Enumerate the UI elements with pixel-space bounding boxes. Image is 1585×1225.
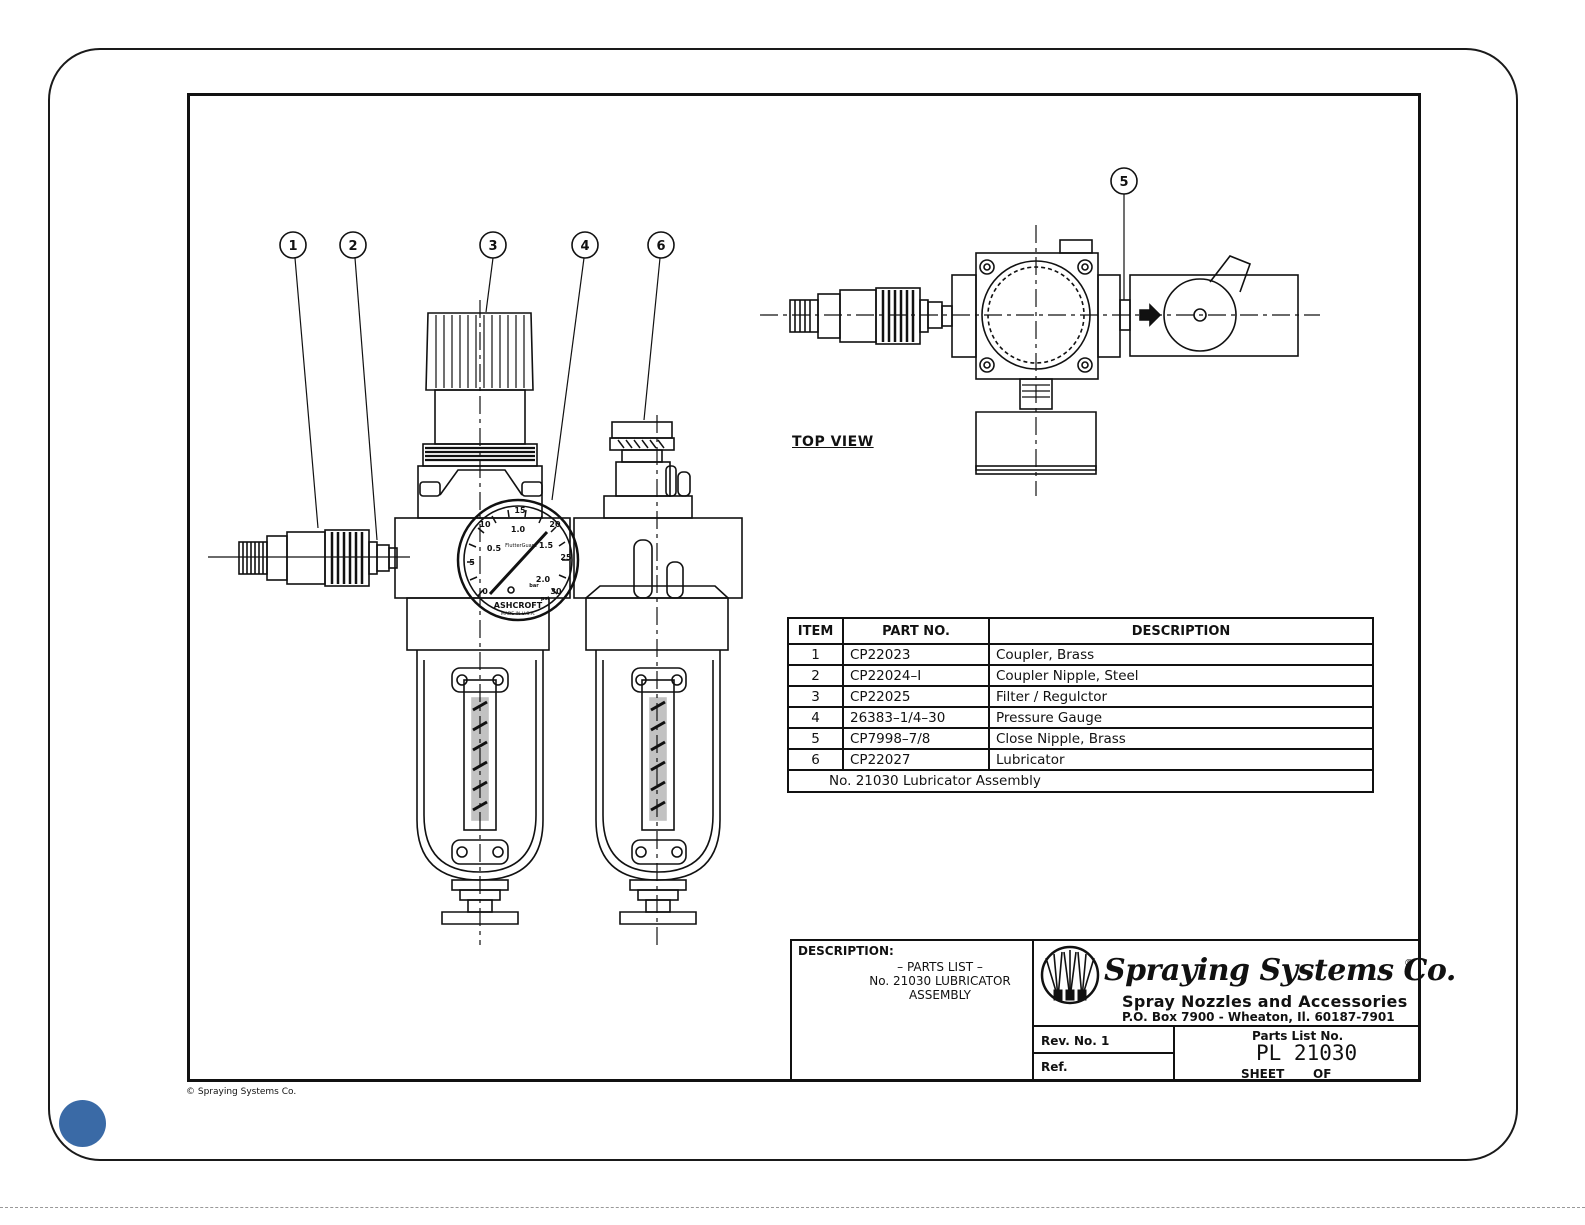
callout-4-label: 4 xyxy=(580,239,589,254)
description-cell: Lubricator xyxy=(988,748,1374,771)
table-row: 3 CP22025 Filter / Regulctor xyxy=(787,685,1374,708)
table-row: 4 26383–1/4–30 Pressure Gauge xyxy=(787,706,1374,729)
gauge-made-in: MADE IN U.S.A. xyxy=(501,611,535,617)
gauge-tick: 2.0 xyxy=(536,575,551,584)
item-cell: 6 xyxy=(787,748,844,771)
column-header-item: ITEM xyxy=(787,617,844,645)
part-no-cell: CP22024–I xyxy=(842,664,990,687)
parts-table-header: ITEM PART NO. DESCRIPTION xyxy=(787,617,1374,645)
part-no-cell: CP22023 xyxy=(842,643,990,666)
coupler-drawing xyxy=(238,529,398,587)
top-view-drawing xyxy=(760,225,1320,496)
description-cell: Pressure Gauge xyxy=(988,706,1374,729)
part-no-cell: CP22027 xyxy=(842,748,990,771)
table-row: 6 CP22027 Lubricator xyxy=(787,748,1374,771)
reference-label: Ref. xyxy=(1041,1060,1068,1074)
page-indicator-dot[interactable] xyxy=(59,1100,106,1147)
callout-6 xyxy=(647,231,675,259)
part-no-cell: CP7998–7/8 xyxy=(842,727,990,750)
gauge-unit-bar: bar xyxy=(529,583,539,589)
gauge-tick: 20 xyxy=(549,520,561,529)
title-block-description-label: DESCRIPTION: xyxy=(798,944,894,958)
title-block-desc-line-1: – PARTS LIST – xyxy=(897,960,983,974)
gauge-tick: 10 xyxy=(479,520,491,529)
title-block-desc-line-3: ASSEMBLY xyxy=(908,988,972,1002)
item-cell: 4 xyxy=(787,706,844,729)
description-cell: Filter / Regulctor xyxy=(988,685,1374,708)
parts-list-number: PL 21030 xyxy=(1256,1041,1358,1065)
part-no-cell: 26383–1/4–30 xyxy=(842,706,990,729)
sheet-label: SHEET xyxy=(1241,1067,1285,1081)
registered-mark: ® xyxy=(1404,958,1414,969)
item-cell: 5 xyxy=(787,727,844,750)
gauge-tick: 25 xyxy=(560,553,572,562)
gauge-brand: ASHCROFT xyxy=(494,601,543,610)
description-cell: Close Nipple, Brass xyxy=(988,727,1374,750)
gauge-tick: 15 xyxy=(514,506,526,515)
callout-5 xyxy=(1110,167,1138,195)
table-row: 5 CP7998–7/8 Close Nipple, Brass xyxy=(787,727,1374,750)
callout-2-label: 2 xyxy=(348,239,357,254)
company-tagline: Spray Nozzles and Accessories xyxy=(1122,992,1408,1011)
table-footer-row: No. 21030 Lubricator Assembly xyxy=(787,769,1374,793)
gauge-tick: 1.5 xyxy=(539,541,554,550)
description-cell: Coupler, Brass xyxy=(988,643,1374,666)
parts-table: ITEM PART NO. DESCRIPTION 1 CP22023 Coup… xyxy=(787,617,1374,793)
table-row: 1 CP22023 Coupler, Brass xyxy=(787,643,1374,666)
item-cell: 2 xyxy=(787,664,844,687)
item-cell: 3 xyxy=(787,685,844,708)
top-view-label: TOP VIEW xyxy=(792,434,874,450)
copyright-notice: © Spraying Systems Co. xyxy=(186,1087,297,1097)
gauge-model: FlutterGuard xyxy=(505,543,537,549)
item-cell: 1 xyxy=(787,643,844,666)
callout-5-label: 5 xyxy=(1119,175,1128,190)
revision-number: Rev. No. 1 xyxy=(1041,1034,1110,1048)
title-block-parts-list-box xyxy=(1173,1025,1421,1082)
callout-2 xyxy=(339,231,367,259)
callout-1 xyxy=(279,231,307,259)
gauge-unit-psi: psi xyxy=(541,596,550,602)
gauge-tick: 5 xyxy=(469,558,475,567)
callout-1-label: 1 xyxy=(288,239,297,254)
gauge-tick: 30 xyxy=(550,587,562,596)
of-label: OF xyxy=(1313,1067,1332,1081)
callout-3-label: 3 xyxy=(488,239,497,254)
callout-3 xyxy=(479,231,507,259)
table-row: 2 CP22024–I Coupler Nipple, Steel xyxy=(787,664,1374,687)
part-no-cell: CP22025 xyxy=(842,685,990,708)
spraying-systems-logo-icon xyxy=(1040,945,1100,1005)
company-name: Spraying Systems Co. xyxy=(1104,953,1456,988)
title-block-desc-line-2: No. 21030 LUBRICATOR xyxy=(869,974,1011,988)
lubricator-drawing xyxy=(573,421,743,925)
gauge-tick: 0.5 xyxy=(487,544,502,553)
parts-list-label: Parts List No. xyxy=(1252,1029,1344,1043)
assembly-name: No. 21030 Lubricator Assembly xyxy=(787,769,1374,793)
callout-leaders xyxy=(294,194,1125,541)
gauge-tick: 1.0 xyxy=(511,525,526,534)
column-header-description: DESCRIPTION xyxy=(988,617,1374,645)
callout-6-label: 6 xyxy=(656,239,665,254)
company-address: P.O. Box 7900 - Wheaton, Il. 60187-7901 xyxy=(1122,1010,1395,1024)
gauge-tick: 0 xyxy=(482,587,488,596)
callout-4 xyxy=(571,231,599,259)
pressure-gauge-drawing xyxy=(456,498,580,622)
description-cell: Coupler Nipple, Steel xyxy=(988,664,1374,687)
filter-regulator-drawing xyxy=(394,312,571,925)
column-header-part-no: PART NO. xyxy=(842,617,990,645)
page-cut-line xyxy=(0,1207,1585,1208)
